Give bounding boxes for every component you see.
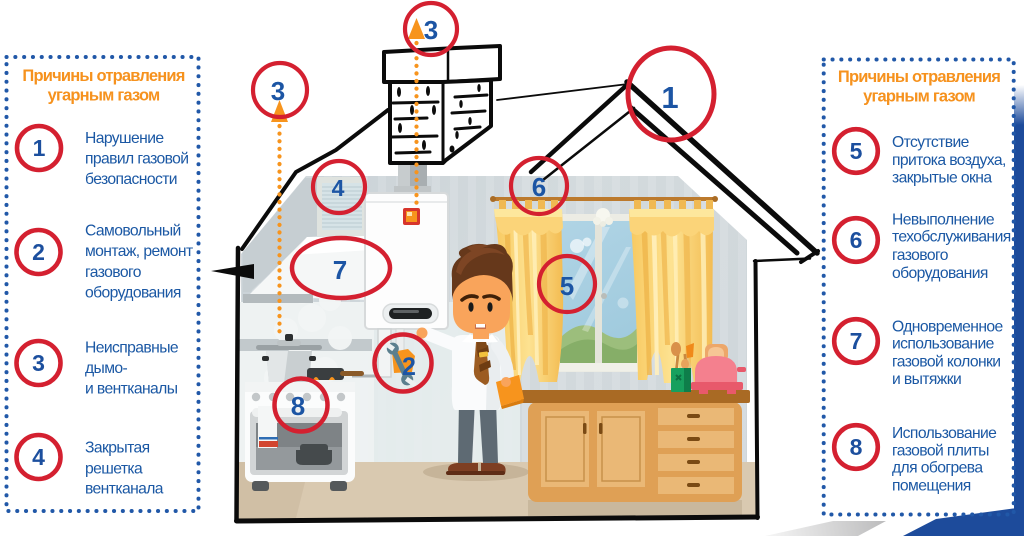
svg-text:7: 7 bbox=[850, 328, 863, 354]
svg-text:газового: газового bbox=[85, 264, 142, 281]
svg-text:5: 5 bbox=[850, 138, 863, 164]
svg-text:4: 4 bbox=[332, 175, 345, 201]
svg-text:Причины отравления: Причины отравления bbox=[22, 67, 184, 85]
svg-text:угарным газом: угарным газом bbox=[863, 88, 975, 106]
svg-text:вентканала: вентканала bbox=[85, 481, 164, 498]
svg-text:газовой колонки: газовой колонки bbox=[892, 353, 1000, 370]
svg-text:2: 2 bbox=[402, 353, 416, 381]
svg-text:правил газовой: правил газовой bbox=[85, 151, 188, 168]
svg-text:решетка: решетка bbox=[85, 461, 143, 478]
svg-text:Самовольный: Самовольный bbox=[85, 223, 181, 240]
svg-text:помещения: помещения bbox=[892, 477, 971, 494]
svg-text:1: 1 bbox=[33, 135, 46, 161]
svg-text:Использование: Использование bbox=[892, 425, 997, 442]
svg-text:для обогрева: для обогрева bbox=[892, 460, 983, 477]
svg-text:2: 2 bbox=[32, 239, 45, 265]
svg-text:3: 3 bbox=[424, 15, 438, 45]
svg-text:Невыполнение: Невыполнение bbox=[892, 211, 995, 228]
svg-text:закрытые окна: закрытые окна bbox=[892, 169, 992, 186]
svg-text:притока воздуха,: притока воздуха, bbox=[892, 152, 1006, 169]
svg-text:8: 8 bbox=[291, 391, 305, 421]
svg-text:6: 6 bbox=[850, 227, 863, 253]
svg-text:Одновременное: Одновременное bbox=[892, 318, 1004, 335]
svg-text:газового: газового bbox=[892, 247, 949, 264]
svg-text:8: 8 bbox=[850, 434, 863, 460]
svg-text:и вентканалы: и вентканалы bbox=[85, 381, 178, 398]
svg-text:Закрытая: Закрытая bbox=[85, 440, 150, 457]
svg-text:Отсутствие: Отсутствие bbox=[892, 134, 970, 151]
svg-text:3: 3 bbox=[271, 76, 285, 106]
svg-text:угарным газом: угарным газом bbox=[48, 87, 160, 105]
svg-text:оборудования: оборудования bbox=[85, 285, 181, 302]
svg-text:газовой плиты: газовой плиты bbox=[892, 443, 989, 460]
svg-text:7: 7 bbox=[333, 255, 347, 285]
svg-text:5: 5 bbox=[560, 271, 574, 301]
svg-text:Причины отравления: Причины отравления bbox=[838, 68, 1000, 86]
svg-text:оборудования: оборудования bbox=[892, 265, 988, 282]
svg-text:техобслуживания: техобслуживания bbox=[892, 229, 1011, 246]
svg-text:Неисправные: Неисправные bbox=[85, 340, 179, 357]
svg-text:дымо-: дымо- bbox=[85, 360, 128, 377]
svg-text:монтаж, ремонт: монтаж, ремонт bbox=[85, 243, 193, 260]
svg-text:1: 1 bbox=[661, 80, 678, 115]
svg-text:3: 3 bbox=[32, 350, 45, 376]
svg-text:использование: использование bbox=[892, 336, 995, 353]
svg-text:безопасности: безопасности bbox=[85, 171, 177, 188]
svg-text:и вытяжки: и вытяжки bbox=[892, 371, 961, 388]
svg-text:6: 6 bbox=[532, 172, 546, 202]
svg-text:Нарушение: Нарушение bbox=[85, 130, 164, 147]
svg-text:4: 4 bbox=[32, 444, 45, 470]
